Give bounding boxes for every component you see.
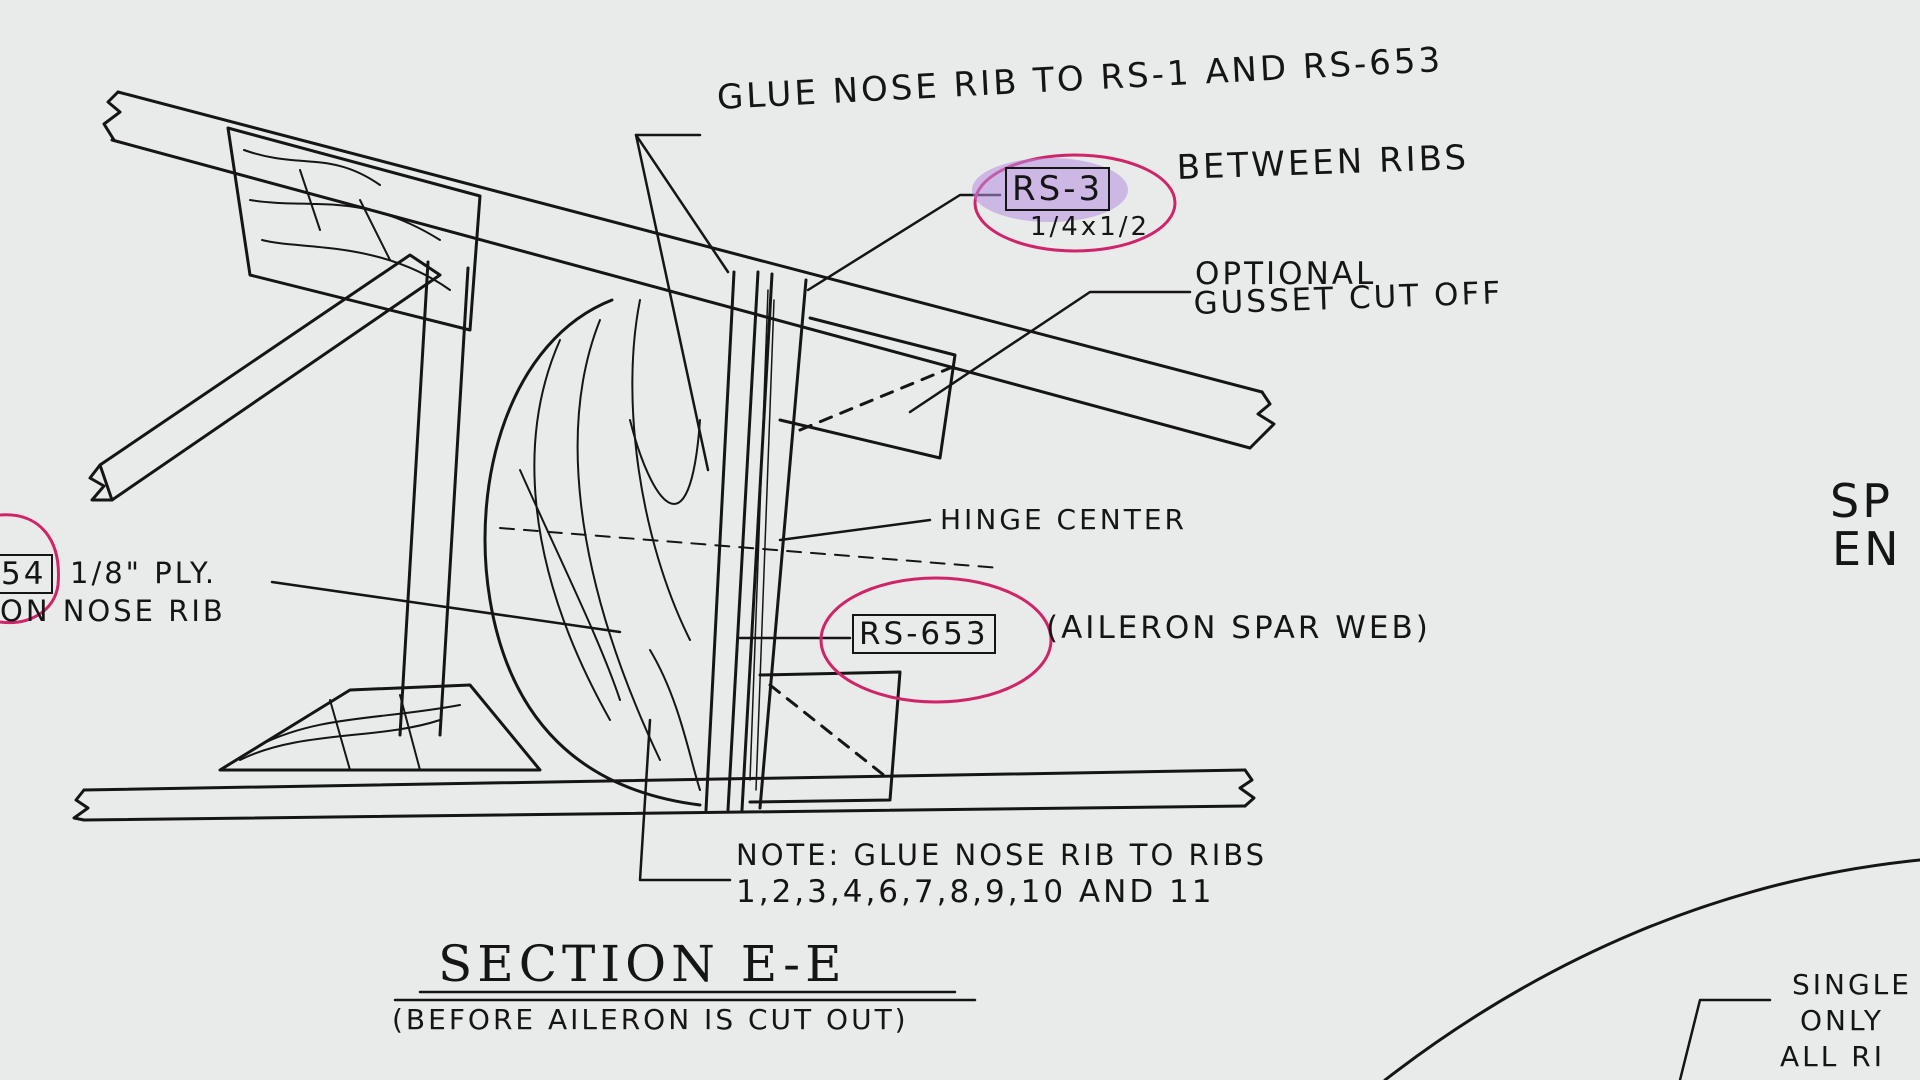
leader-glue-nose-rib-2 [634, 133, 710, 472]
vertical-post-right-1 [704, 270, 736, 812]
leader-dashed-hinge [499, 527, 1001, 569]
upper-skin-line-lower [110, 138, 1252, 450]
nose-rib-grain [519, 299, 701, 791]
lower-gusset-cutline [768, 683, 892, 782]
right-arc-leader [1678, 998, 1772, 1080]
marker-circle-rs653 [819, 576, 1053, 704]
highlight-rs3 [972, 158, 1128, 222]
lower-break-mark-right [1238, 768, 1256, 808]
top-block [226, 126, 482, 332]
lower-gusset [748, 670, 902, 804]
lower-block [218, 683, 542, 772]
title-underline [393, 990, 977, 1002]
spar-web-line-1 [740, 272, 774, 812]
upper-break-mark-left [102, 90, 122, 142]
note-ply: 1/8" PLY. [70, 556, 218, 590]
edge-fragment-all-ri: ALL RI [1780, 1040, 1885, 1073]
top-block-grain [243, 149, 451, 291]
lower-block-grain [239, 694, 461, 771]
upper-break-mark-right [1248, 390, 1276, 450]
tag-rs3: RS-3 [1005, 167, 1111, 211]
tag-left-fragment: 54 [0, 554, 54, 594]
upper-gusset [778, 316, 957, 460]
vertical-post-left [398, 260, 430, 737]
note-line-2: 1,2,3,4,6,7,8,9,10 AND 11 [736, 874, 1215, 910]
marker-circle-rs3 [973, 153, 1177, 253]
lower-skin-line-lower [82, 804, 1247, 822]
note-optional: OPTIONAL [1195, 256, 1377, 292]
vertical-post-left-2 [438, 266, 470, 737]
lower-skin-line [82, 768, 1247, 792]
spar-web-line-2 [758, 278, 808, 810]
upper-gusset-cutline [798, 364, 957, 432]
leader-ply [270, 580, 622, 634]
note-aileron-spar-web: (AILERON SPAR WEB) [1046, 610, 1431, 646]
spar-web-hatch [749, 289, 775, 791]
right-arc-fragment [1383, 858, 1920, 1080]
note-on-nose-rib: ON NOSE RIB [0, 594, 226, 628]
section-subtitle: (BEFORE AILERON IS CUT OUT) [392, 1003, 909, 1036]
edge-fragment-sp: SP [1830, 474, 1893, 528]
diagonal-strut [98, 253, 442, 502]
edge-fragment-single: SINGLE [1792, 968, 1912, 1001]
dim-rs3: 1/4x1/2 [1030, 212, 1151, 242]
marker-circle-left [0, 513, 60, 625]
upper-skin-line [116, 90, 1264, 394]
note-line-1: NOTE: GLUE NOSE RIB TO RIBS [736, 838, 1268, 872]
lower-break-mark-left [72, 788, 90, 822]
nose-rib-outline [483, 298, 702, 807]
edge-fragment-only: ONLY [1800, 1004, 1884, 1037]
leader-gusset [908, 290, 1192, 414]
tag-rs653: RS-653 [852, 614, 996, 654]
leader-rs3 [806, 193, 1002, 292]
note-hinge-center: HINGE CENTER [940, 503, 1187, 536]
vertical-post-right-2 [726, 270, 760, 812]
edge-fragment-en: EN [1832, 522, 1902, 576]
leader-note [638, 718, 732, 882]
section-title: SECTION E-E [438, 935, 847, 993]
diagonal-strut-break [88, 463, 114, 502]
leader-hinge [778, 518, 932, 542]
